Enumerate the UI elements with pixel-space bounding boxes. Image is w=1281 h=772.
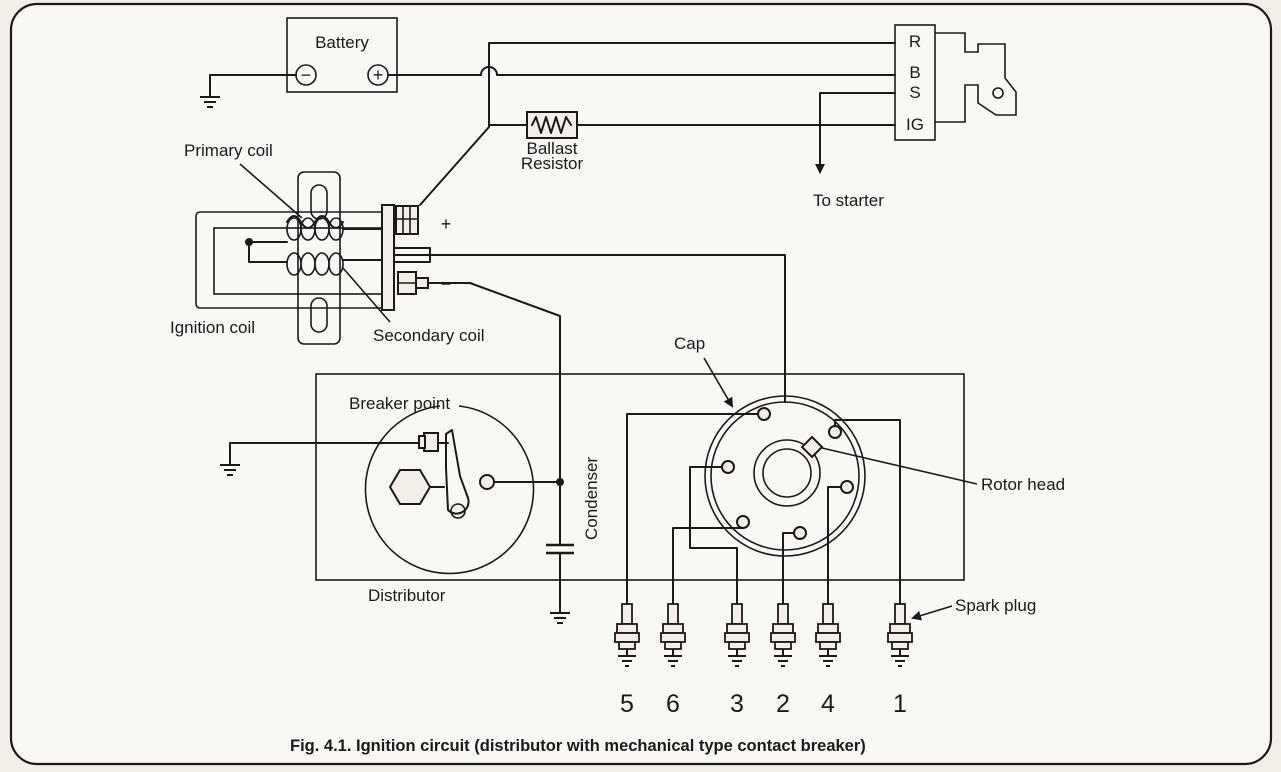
plug-number-5: 5 [620,690,634,718]
plug-number-1: 1 [893,690,907,718]
secondary-coil-label: Secondary coil [373,326,485,345]
distributor-label: Distributor [368,586,446,605]
switch-terminal-ig: IG [906,115,924,134]
plug-number-2: 2 [776,690,790,718]
plug-number-4: 4 [821,690,835,718]
breaker-point [229,405,564,575]
ballast-label-line2: Resistor [521,154,584,173]
switch-terminal-s: S [909,83,920,102]
figure-caption: Fig. 4.1. Ignition circuit (distributor … [290,737,866,755]
breaker-point-label: Breaker point [349,394,450,413]
battery-label: Battery [315,33,369,52]
rotor-head-contact [800,435,824,459]
ballast-label-line1: Ballast [526,139,577,158]
coil-plus-sign: + [441,214,452,234]
distributor-cap [704,395,866,557]
switch-terminal-b: B [909,63,920,82]
ignition-switch: R B S IG [894,24,1017,141]
to-starter-label: To starter [813,191,884,210]
primary-coil-label: Primary coil [184,141,273,160]
battery-positive-sign: + [373,65,384,85]
ballast-resistor [526,111,578,139]
frame-border [9,2,1273,766]
distributor-housing [315,373,965,581]
plug-number-6: 6 [666,690,680,718]
ignition-coil-label: Ignition coil [170,318,255,337]
condenser [546,543,574,614]
ignition-coil [195,171,431,345]
plug-number-3: 3 [730,690,744,718]
switch-terminal-r: R [909,32,921,51]
spark-plug-label: Spark plug [955,596,1036,615]
rotor-head-label: Rotor head [981,475,1065,494]
condenser-label: Condenser [582,456,601,540]
cap-label: Cap [674,334,705,353]
battery-negative-sign: − [301,65,312,85]
